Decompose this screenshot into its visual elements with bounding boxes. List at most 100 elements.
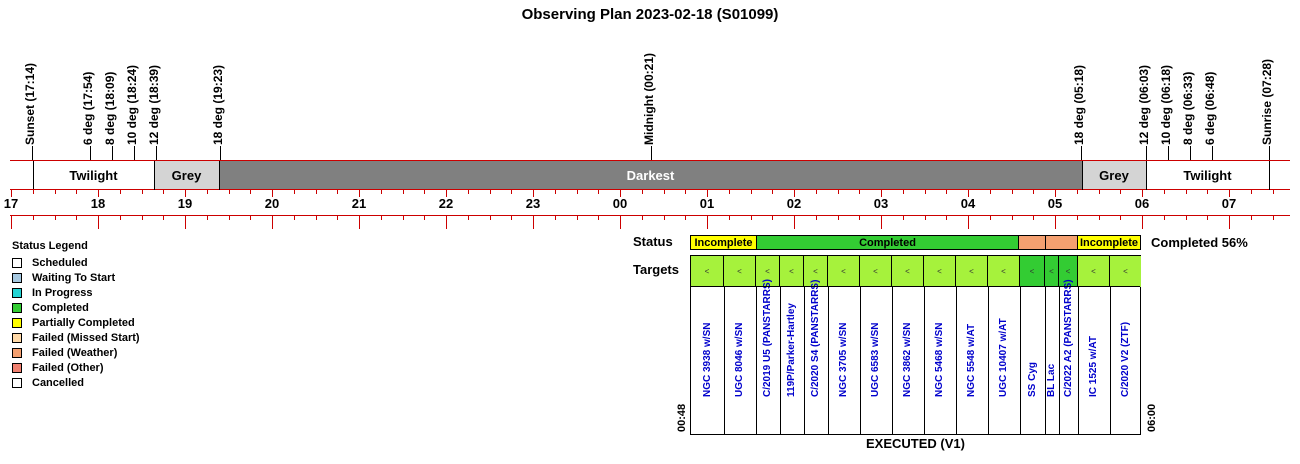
status-row-label: Status [633, 234, 673, 249]
target-name[interactable]: NGC 5548 w/AT [966, 323, 977, 397]
minor-tick [32, 189, 34, 194]
target-column-divider [724, 287, 725, 434]
target-cell[interactable]: < [1078, 256, 1110, 287]
hour-tick [968, 215, 969, 229]
target-cell[interactable]: < [988, 256, 1020, 287]
hour-tick [794, 215, 795, 229]
hour-label: 22 [438, 196, 454, 211]
minor-tick [772, 215, 774, 220]
legend-swatch [12, 362, 22, 373]
legend-title: Status Legend [12, 240, 88, 252]
minor-tick [141, 189, 143, 194]
target-name[interactable]: NGC 3938 w/SN [701, 322, 713, 397]
target-cell[interactable]: < [956, 256, 988, 287]
hour-label: 02 [786, 196, 802, 211]
event-text: 6 deg (17:54) [81, 71, 95, 145]
event-text: 10 deg (18:24) [125, 64, 139, 145]
target-cell[interactable]: < [691, 256, 724, 287]
minor-tick [1011, 189, 1013, 194]
target-name[interactable]: C/2019 U5 (PANSTARRS) [762, 279, 773, 397]
minor-tick [228, 189, 230, 194]
target-name[interactable]: SS Cyg [1026, 361, 1038, 397]
hour-label: 03 [873, 196, 889, 211]
target-name[interactable]: 119P/Parker-Hartley [786, 303, 797, 397]
target-name[interactable]: IC 1525 w/AT [1088, 336, 1099, 397]
target-cell[interactable]: < [780, 256, 804, 287]
target-name[interactable]: NGC 3705 w/SN [838, 322, 849, 397]
minor-tick [54, 189, 56, 194]
minor-tick [402, 189, 404, 194]
target-column-divider [780, 287, 781, 434]
target-cell[interactable]: < [860, 256, 892, 287]
band-grey-evening: Grey [154, 161, 219, 189]
legend-swatch [12, 347, 22, 358]
target-cell[interactable]: < [828, 256, 860, 287]
target-cell[interactable]: < [892, 256, 924, 287]
minor-tick [76, 215, 78, 220]
target-name[interactable]: UGC 6583 w/SN [870, 322, 881, 397]
hour-tick [359, 189, 360, 197]
target-cell[interactable]: < [1020, 256, 1045, 287]
target-cell[interactable]: < [1059, 256, 1078, 287]
hour-tick [707, 189, 708, 197]
minor-tick [489, 215, 491, 220]
minor-tick [554, 189, 556, 194]
minor-tick [685, 189, 687, 194]
legend-swatch [12, 287, 22, 298]
band-divider [219, 161, 220, 190]
target-name[interactable]: C/2022 A2 (PANSTARRS) [1062, 279, 1074, 397]
hour-tick [185, 215, 186, 229]
target-column-divider [828, 287, 829, 434]
hour-label: 07 [1221, 196, 1237, 211]
hour-tick [968, 189, 969, 197]
minor-tick [1250, 215, 1252, 220]
target-cell[interactable]: < [924, 256, 956, 287]
target-cell[interactable]: < [804, 256, 828, 287]
executed-label: EXECUTED (V1) [866, 436, 965, 451]
hour-tick [620, 189, 621, 197]
target-name[interactable]: C/2020 V2 (ZTF) [1119, 321, 1131, 397]
hour-tick [1229, 215, 1230, 229]
target-name[interactable]: UGC 10407 w/AT [998, 318, 1009, 397]
target-name[interactable]: UGC 8046 w/SN [734, 322, 745, 397]
minor-tick [1250, 189, 1252, 194]
minor-tick [1207, 189, 1209, 194]
minor-tick [576, 215, 578, 220]
target-name[interactable]: NGC 5468 w/SN [934, 322, 945, 397]
event-tick [112, 146, 113, 160]
minor-tick [1207, 215, 1209, 220]
band-divider [1082, 161, 1083, 190]
target-column-divider [924, 287, 925, 434]
event-text: Sunrise (07:28) [1260, 58, 1274, 145]
minor-tick [337, 215, 339, 220]
target-cell[interactable]: < [724, 256, 756, 287]
target-name[interactable]: BL Lac [1046, 363, 1057, 397]
band-twilight-morning: Twilight [1183, 167, 1232, 183]
axis-line [10, 215, 1290, 216]
hour-label: 06 [1134, 196, 1150, 211]
legend-item: Failed (Weather) [12, 345, 140, 360]
minor-tick [293, 189, 295, 194]
target-cell[interactable]: < [756, 256, 780, 287]
event-text: 8 deg (06:33) [1181, 71, 1195, 145]
minor-tick [1272, 215, 1274, 220]
hour-tick [1055, 215, 1056, 229]
minor-tick [141, 215, 143, 220]
minor-tick [424, 215, 426, 220]
target-name[interactable]: C/2020 S4 (PANSTARRS) [810, 279, 821, 397]
target-column-divider [804, 287, 805, 434]
band-top-line [10, 160, 1290, 161]
target-name[interactable]: NGC 3862 w/SN [902, 322, 913, 397]
legend-item: Failed (Missed Start) [12, 330, 140, 345]
target-cell[interactable]: < [1110, 256, 1141, 287]
minor-tick [750, 189, 752, 194]
minor-tick [380, 189, 382, 194]
hour-label: 18 [90, 196, 106, 211]
minor-tick [750, 215, 752, 220]
band-bottom-line [10, 189, 1290, 190]
target-cell[interactable]: < [1045, 256, 1059, 287]
legend-label: Completed [32, 301, 89, 314]
event-text: Midnight (00:21) [642, 53, 656, 145]
legend-item: Partially Completed [12, 315, 140, 330]
